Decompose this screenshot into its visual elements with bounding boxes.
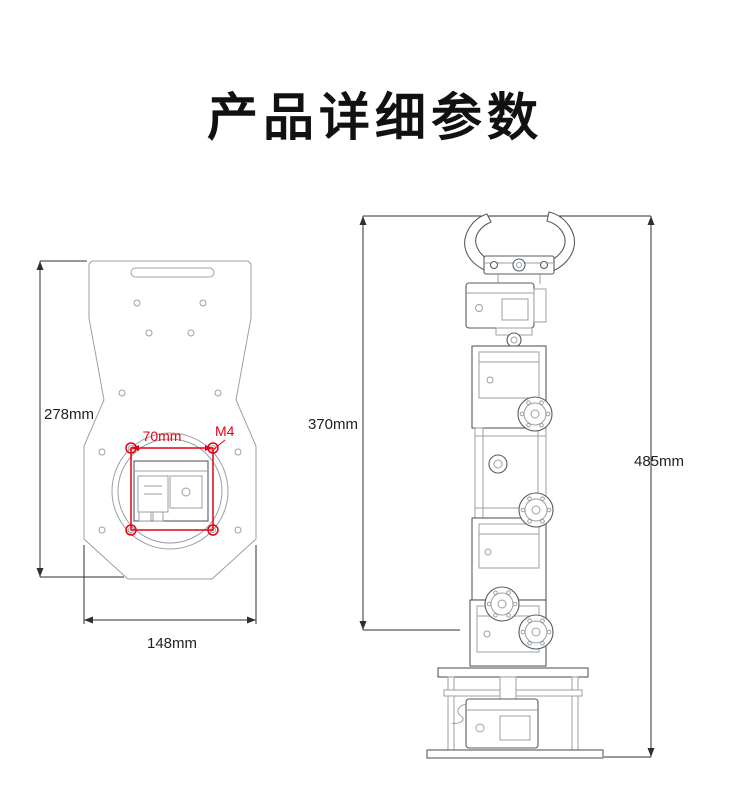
- arrowhead: [84, 616, 93, 624]
- plate-holes: [98, 299, 242, 534]
- base-plate-outline: [83, 260, 257, 580]
- base-plate-drawing: [83, 260, 257, 580]
- mounting-slot: [130, 267, 215, 278]
- dim-label-base-width: 148mm: [146, 635, 198, 652]
- base-rotation-servo: [451, 698, 539, 749]
- servo-horn-1: [517, 396, 553, 432]
- base-board: [426, 749, 604, 759]
- bearing-ring-inner: [117, 438, 223, 544]
- dim-label-total-height: 485mm: [634, 453, 685, 470]
- arrowhead: [647, 748, 655, 757]
- wrist-servo: [465, 274, 547, 348]
- robot-arm-drawing: [426, 211, 604, 759]
- dim-arm-height: [362, 215, 651, 631]
- arrowhead: [131, 445, 139, 451]
- m4-hole-markers: [125, 439, 226, 536]
- dim-total-height: [604, 216, 652, 758]
- arrowhead: [205, 445, 213, 451]
- servo-horn-4: [518, 614, 554, 650]
- dim-label-hole-spacing: 70mm: [142, 428, 182, 444]
- m4-leader-line: [213, 439, 226, 450]
- arrowhead: [247, 616, 256, 624]
- lower-arm-segment: [471, 517, 547, 601]
- servo-horn-2: [518, 492, 554, 528]
- arrowhead: [359, 621, 367, 630]
- upper-arm-segment: [471, 345, 547, 429]
- bearing-ring-outer: [111, 432, 229, 550]
- base-mechanism: [133, 460, 209, 522]
- dim-base-width: [83, 545, 257, 624]
- arrowhead: [647, 216, 655, 225]
- arrowhead: [36, 261, 44, 270]
- hole-spacing-square: [130, 447, 214, 531]
- dim-label-base-height: 278mm: [44, 406, 95, 423]
- page-title: 产品详细参数: [206, 89, 543, 146]
- dim-base-height: [39, 260, 124, 578]
- dim-label-arm-height: 370mm: [307, 416, 358, 433]
- dim-label-screw-size: M4: [215, 423, 235, 439]
- gripper-claw: [464, 211, 576, 275]
- arrowhead: [36, 568, 44, 577]
- servo-horn-3: [484, 586, 520, 622]
- arrowhead: [359, 216, 367, 225]
- base-platform: [437, 667, 589, 751]
- dimension-lines: [36, 215, 655, 758]
